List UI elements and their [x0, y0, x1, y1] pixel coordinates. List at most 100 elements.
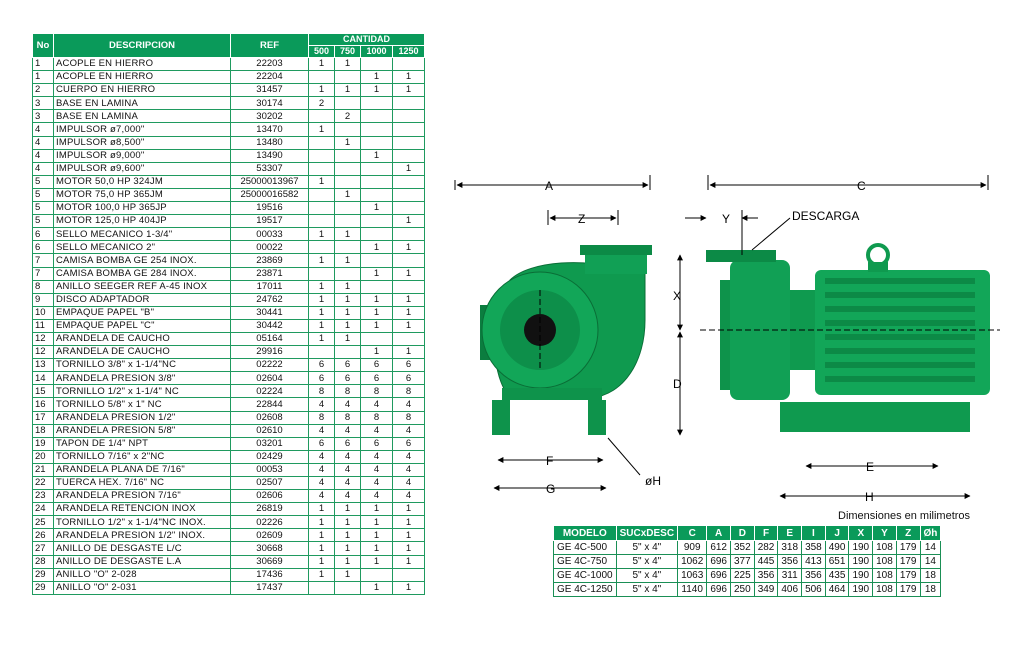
cell-qty-500: 1	[308, 292, 335, 307]
cell-qty-750: 1	[334, 135, 361, 150]
cell-no: 12	[32, 345, 54, 360]
cell-desc: ARANDELA PRESION 5/8"	[53, 423, 231, 438]
dims-header-cell: I	[801, 525, 826, 541]
cell-qty-1250: 1	[392, 240, 425, 255]
cell-ref: 22204	[230, 70, 309, 85]
cell-qty-500: 4	[308, 449, 335, 464]
cell-qty-500	[308, 201, 335, 216]
cell-ref: 22844	[230, 397, 309, 412]
cell-desc: TORNILLO 7/16" x 2"NC	[53, 449, 231, 464]
cell-qty-500	[308, 214, 335, 229]
cell-no: 28	[32, 554, 54, 569]
cell-desc: ACOPLE EN HIERRO	[53, 70, 231, 85]
cell-qty-1000: 1	[360, 201, 393, 216]
cell-qty-1250	[392, 174, 425, 189]
cell-qty-1000: 1	[360, 292, 393, 307]
cell-value: 108	[872, 540, 897, 555]
cell-qty-1000: 1	[360, 541, 393, 556]
cell-no: 12	[32, 331, 54, 347]
cell-qty-1000: 1	[360, 318, 393, 333]
cell-value: 1063	[677, 568, 708, 583]
cell-qty-750: 1	[334, 292, 361, 307]
cell-desc: MOTOR 125,0 HP 404JP	[53, 214, 231, 229]
cell-qty-500: 1	[308, 253, 335, 268]
header-qty-500: 500	[308, 45, 335, 58]
cell-qty-1000	[360, 174, 393, 189]
cell-desc: CUERPO EN HIERRO	[53, 83, 231, 98]
cell-qty-750	[334, 240, 361, 255]
cell-qty-750: 1	[334, 227, 361, 242]
cell-desc: BASE EN LAMINA	[53, 109, 231, 124]
cell-qty-500	[308, 161, 335, 176]
cell-qty-1000: 6	[360, 436, 393, 451]
cell-qty-500: 4	[308, 462, 335, 478]
cell-qty-1000: 1	[360, 240, 393, 255]
cell-ref: 17436	[230, 567, 309, 582]
cell-no: 16	[32, 397, 54, 412]
cell-desc: ARANDELA PRESION 1/2" INOX.	[53, 528, 231, 543]
cell-no: 4	[32, 148, 54, 163]
cell-desc: TORNILLO 1/2" x 1-1/4"NC INOX.	[53, 515, 231, 530]
dims-header-cell: SUCxDESC	[615, 525, 679, 541]
cell-qty-750: 1	[334, 502, 361, 517]
cell-value: 5" x 4"	[615, 582, 679, 597]
cell-no: 3	[32, 96, 54, 111]
cell-value: 190	[848, 554, 874, 569]
cell-no: 21	[32, 462, 54, 478]
cell-qty-1250	[392, 56, 425, 72]
cell-ref: 25000016582	[230, 187, 309, 203]
cell-qty-1250	[392, 109, 425, 124]
dims-header-cell: F	[753, 525, 779, 541]
cell-no: 8	[32, 279, 54, 294]
cell-qty-1250	[392, 201, 425, 216]
cell-qty-1250: 1	[392, 541, 425, 556]
cell-no: 26	[32, 528, 54, 543]
cell-ref: 19517	[230, 214, 309, 229]
cell-qty-1000	[360, 214, 393, 229]
cell-value: 696	[706, 554, 731, 569]
cell-qty-750: 2	[334, 109, 361, 124]
cell-qty-500: 1	[308, 541, 335, 556]
cell-qty-1250	[392, 331, 425, 347]
cell-value: 413	[801, 554, 826, 569]
cell-qty-1250: 1	[392, 83, 425, 98]
cell-qty-1000: 1	[360, 266, 393, 281]
cell-qty-1000: 6	[360, 358, 393, 373]
cell-ref: 02224	[230, 384, 309, 399]
cell-desc: BASE EN LAMINA	[53, 96, 231, 111]
cell-ref: 30442	[230, 318, 309, 333]
cell-qty-750: 1	[334, 554, 361, 569]
cell-value: 352	[730, 540, 755, 555]
label-f: F	[546, 454, 553, 468]
cell-qty-1250: 1	[392, 580, 425, 595]
dimension-lines	[454, 175, 989, 499]
cell-qty-1250: 1	[392, 214, 425, 229]
cell-qty-1000: 4	[360, 475, 393, 491]
dims-header-cell: Y	[872, 525, 897, 541]
dims-header-cell: Øh	[919, 525, 942, 541]
cell-value: 190	[848, 540, 874, 555]
cell-qty-750: 1	[334, 83, 361, 98]
cell-qty-1000: 1	[360, 148, 393, 163]
cell-qty-750: 1	[334, 56, 361, 72]
cell-value: 490	[824, 540, 850, 555]
cell-ref: 30441	[230, 305, 309, 320]
cell-value: 5" x 4"	[615, 554, 679, 569]
label-a: A	[545, 179, 553, 193]
cell-qty-1000: 8	[360, 384, 393, 399]
cell-ref: 02604	[230, 371, 309, 386]
cell-qty-750: 1	[334, 253, 361, 268]
cell-qty-750: 6	[334, 371, 361, 386]
cell-qty-1000: 4	[360, 423, 393, 438]
